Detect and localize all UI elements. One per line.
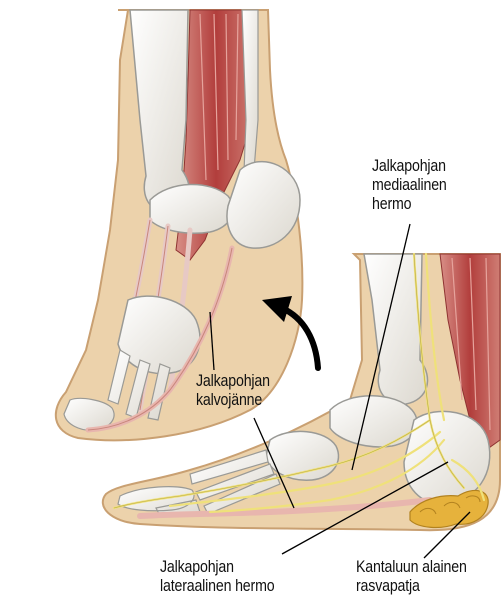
raised-foot-fibula [242,10,258,172]
label-lateral-nerve: Jalkapohjan lateraalinen hermo [160,558,274,596]
label-fat-pad: Kantaluun alainen rasvapatja [356,558,467,596]
label-plantar-fascia: Jalkapohjan kalvojänne [196,372,270,410]
flat-foot-talus [330,396,417,447]
label-medial-nerve: Jalkapohjan mediaalinen hermo [372,157,447,214]
raised-foot-talus [150,184,233,233]
